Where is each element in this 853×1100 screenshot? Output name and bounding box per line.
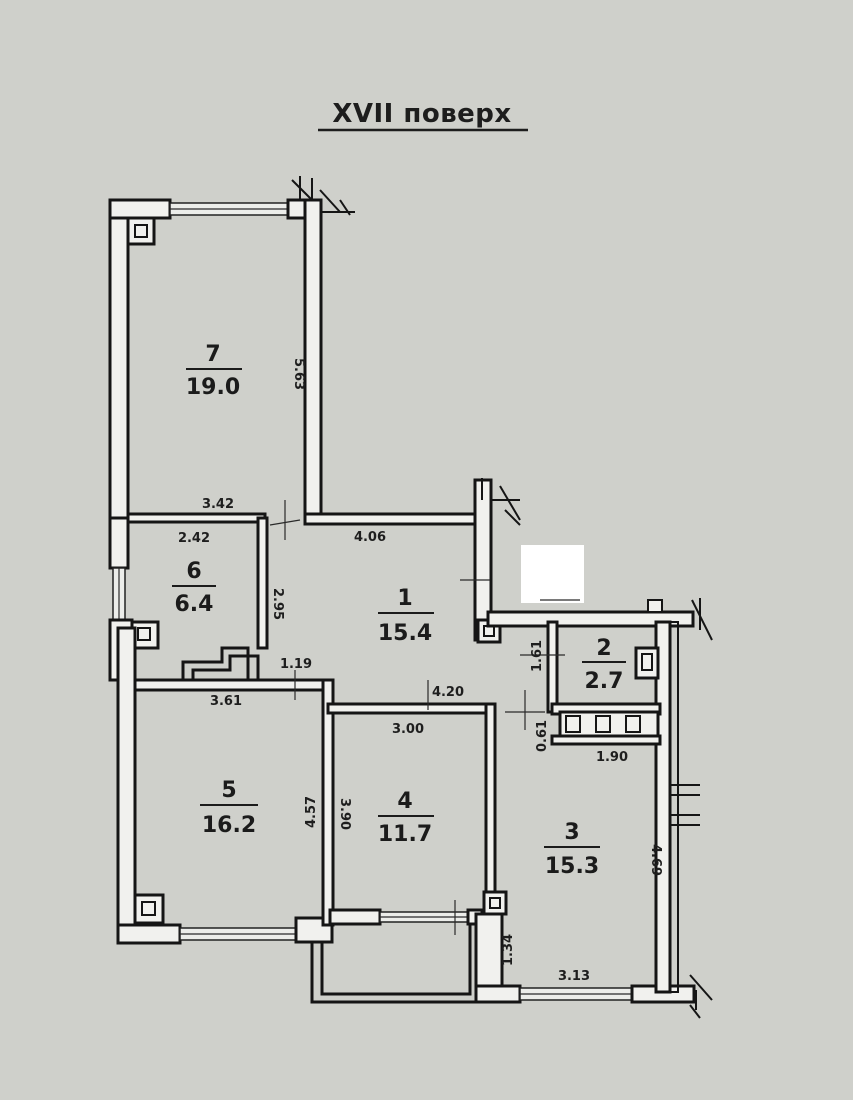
dim-r3-height: 4.69 bbox=[648, 844, 663, 876]
room-7-label: 7 19.0 bbox=[186, 342, 242, 400]
wall-r5-r4 bbox=[321, 678, 335, 927]
room-number: 1 bbox=[397, 586, 412, 611]
column-r7 bbox=[126, 216, 156, 246]
dim-r7-width: 3.42 bbox=[202, 497, 234, 512]
room-1-label: 1 15.4 bbox=[378, 586, 434, 646]
wall-r1-top bbox=[303, 512, 487, 526]
balcony-outline bbox=[310, 924, 480, 1004]
room-number: 5 bbox=[221, 778, 236, 803]
dim-r7-height: 5.63 bbox=[291, 358, 306, 390]
wall-r7-left bbox=[108, 198, 130, 520]
dim-r3-width: 3.13 bbox=[558, 969, 590, 984]
wall-r5-bottom-left bbox=[116, 923, 182, 945]
room-area: 15.4 bbox=[378, 621, 432, 646]
room-5-label: 5 16.2 bbox=[200, 778, 258, 838]
room-number: 4 bbox=[397, 789, 412, 814]
wall-r4-bottom-left bbox=[328, 908, 382, 926]
dim-r1-width: 4.06 bbox=[354, 530, 386, 545]
floor-title: XVII поверх bbox=[332, 99, 511, 129]
room-area: 15.3 bbox=[545, 854, 599, 879]
blank-patch bbox=[521, 545, 584, 603]
room-number: 2 bbox=[596, 636, 611, 661]
room-number: 3 bbox=[564, 820, 579, 845]
room-area: 19.0 bbox=[186, 375, 240, 400]
dim-r5-height: 4.57 bbox=[304, 796, 319, 828]
dim-r2-width: 1.90 bbox=[596, 750, 628, 765]
wall-r2-left bbox=[546, 620, 559, 714]
room-number: 6 bbox=[186, 559, 201, 584]
wall-r6-left-top bbox=[108, 516, 130, 570]
room-4-label: 4 11.7 bbox=[378, 789, 434, 847]
column-r5 bbox=[133, 893, 165, 925]
room-area: 2.7 bbox=[585, 669, 624, 694]
column-r4 bbox=[482, 890, 508, 916]
wall-r6-right bbox=[256, 516, 269, 650]
wall-r4-top bbox=[326, 702, 495, 715]
room-6-label: 6 6.4 bbox=[172, 559, 216, 617]
dim-r5-width: 3.61 bbox=[210, 694, 242, 709]
room-area: 11.7 bbox=[378, 822, 432, 847]
room-number: 7 bbox=[205, 342, 220, 367]
dim-r4-width: 3.00 bbox=[392, 722, 424, 737]
step-r6 bbox=[181, 646, 250, 680]
dim-r3-side: 1.34 bbox=[501, 934, 516, 966]
wall-r5-left bbox=[116, 626, 137, 945]
room-3-label: 3 15.3 bbox=[544, 820, 600, 879]
wall-r3-bottom-left bbox=[474, 984, 522, 1004]
boiler-r2 bbox=[634, 646, 660, 680]
wall-r7-top-left bbox=[108, 198, 172, 220]
wall-r4-right bbox=[484, 702, 497, 896]
room-2-label: 2 2.7 bbox=[582, 636, 626, 694]
dim-r2-height: 1.61 bbox=[530, 640, 545, 672]
wall-r7-bottom bbox=[126, 512, 267, 524]
wall-r2-top bbox=[486, 610, 695, 628]
dim-r2-small: 0.61 bbox=[535, 720, 550, 752]
wall-r5-top bbox=[126, 678, 330, 692]
wall-r7-right bbox=[303, 198, 323, 522]
wall-r5-bottom-right bbox=[294, 916, 334, 944]
dim-r4-height: 3.90 bbox=[337, 798, 352, 830]
room-area: 6.4 bbox=[175, 592, 214, 617]
dim-r1-bottom: 4.20 bbox=[432, 685, 464, 700]
dim-r1-door: 1.19 bbox=[280, 657, 312, 672]
dim-r6-height: 2.95 bbox=[270, 588, 285, 620]
room-area: 16.2 bbox=[202, 813, 256, 838]
dim-r6-width: 2.42 bbox=[178, 531, 210, 546]
